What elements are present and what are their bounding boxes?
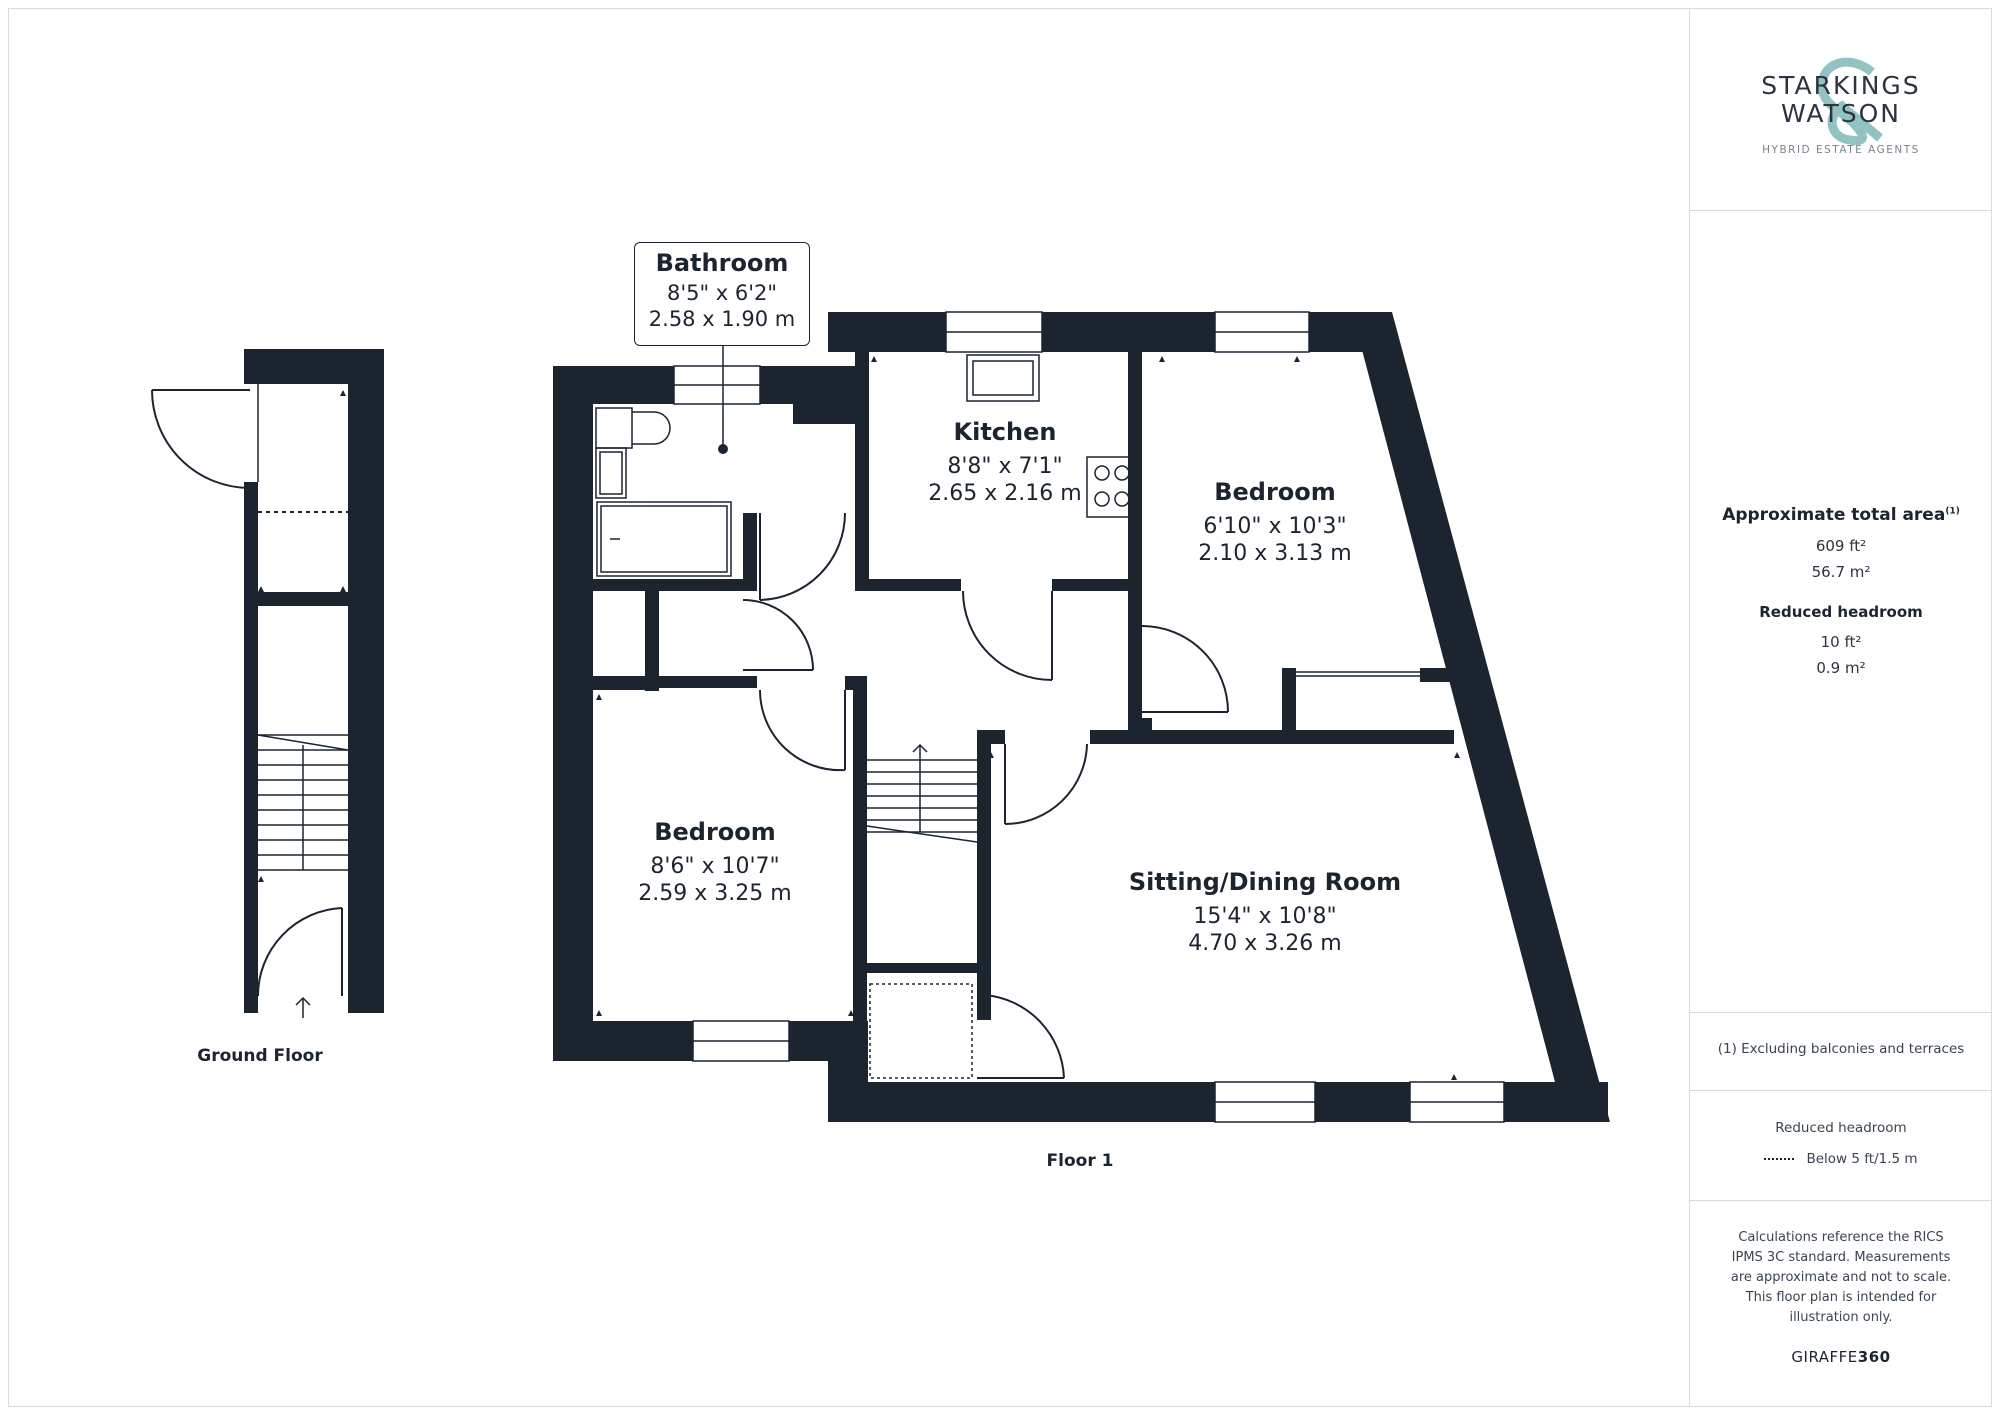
f1-bath-fixtures (595, 407, 732, 577)
gf-stairs (257, 734, 349, 871)
room-name: Bedroom (1214, 478, 1336, 506)
gf-door-top (151, 389, 251, 489)
f1-bath-corner (793, 366, 855, 424)
f1-stairs (866, 743, 978, 843)
total-area-block: Approximate total area(1) 609 ft² 56.7 m… (1690, 505, 1992, 677)
bathroom-label-box: Bathroom 8'5" x 6'2" 2.58 x 1.90 m (634, 242, 810, 346)
disclaimer: Calculations reference the RICS IPMS 3C … (1730, 1230, 1952, 1325)
room-metric: 2.58 x 1.90 m (648, 307, 796, 331)
room-imperial: 8'6" x 10'7" (650, 854, 780, 879)
brand-logo: STARKINGS WATSON HYBRID ESTATE AGENTS (1690, 71, 1992, 157)
legend-item-label: Below 5 ft/1.5 m (1806, 1151, 1918, 1167)
f1-internal-walls (593, 352, 1454, 1021)
ground-floor-label: Ground Floor (197, 1046, 323, 1066)
room-name: Bedroom (654, 818, 776, 846)
f1-wall-left (553, 366, 593, 1061)
floor1-plan (258, 311, 1610, 1123)
room-name: Sitting/Dining Room (1128, 868, 1402, 896)
room-imperial: 8'8" x 7'1" (947, 454, 1063, 479)
f1-kitchen-fixtures (966, 354, 1139, 518)
credit-light: GIRAFFE (1791, 1348, 1858, 1366)
kitchen-label: Kitchen 8'8" x 7'1" 2.65 x 2.16 m (880, 418, 1130, 506)
total-area-footnote-mark: (1) (1945, 506, 1960, 517)
room-imperial: 15'4" x 10'8" (1193, 904, 1337, 929)
dashed-line-swatch (1764, 1158, 1795, 1160)
reduced-headroom-ft: 10 ft² (1820, 633, 1862, 651)
sidebar-rule (1689, 210, 1992, 211)
sidebar-rule (1689, 1200, 1992, 1201)
f1-wall-step (828, 1021, 868, 1122)
bedroom-left-label: Bedroom 8'6" x 10'7" 2.59 x 3.25 m (590, 818, 840, 906)
f1-doors (742, 512, 1229, 1079)
reduced-headroom-title: Reduced headroom (1759, 603, 1923, 621)
f1-cupboard-reduced-headroom (869, 983, 973, 1079)
sitting-room-label: Sitting/Dining Room 15'4" x 10'8" 4.70 x… (1100, 868, 1430, 956)
giraffe360-credit: GIRAFFE360 (1690, 1348, 1992, 1366)
gf-wall-right (348, 349, 384, 1013)
gf-inner-wall (258, 592, 348, 606)
room-imperial: 6'10" x 10'3" (1203, 514, 1347, 539)
room-metric: 2.65 x 2.16 m (928, 481, 1082, 506)
floor1-label: Floor 1 (1046, 1151, 1114, 1171)
credit-bold: 360 (1857, 1348, 1891, 1366)
logo-line1: STARKINGS (1761, 71, 1921, 100)
sidebar-rule (1689, 1012, 1992, 1013)
room-metric: 2.59 x 3.25 m (638, 881, 792, 906)
legend-item: Below 5 ft/1.5 m (1690, 1151, 1992, 1167)
room-name: Kitchen (953, 418, 1057, 446)
ground-floor-plan (151, 349, 384, 1018)
f1-windows (673, 311, 1505, 1123)
sidebar-divider (1689, 8, 1690, 1407)
total-area-m: 56.7 m² (1811, 563, 1871, 581)
room-metric: 4.70 x 3.26 m (1188, 931, 1342, 956)
logo-tagline: HYBRID ESTATE AGENTS (1762, 144, 1920, 156)
reduced-headroom-m: 0.9 m² (1816, 659, 1866, 677)
room-name: Bathroom (655, 249, 789, 277)
total-area-ft: 609 ft² (1815, 537, 1867, 555)
total-area-title: Approximate total area (1722, 505, 1946, 525)
gf-entry-arrow (295, 996, 311, 1018)
logo-line2: WATSON (1780, 99, 1902, 128)
bedroom-right-label: Bedroom 6'10" x 10'3" 2.10 x 3.13 m (1150, 478, 1400, 566)
sidebar-rule (1689, 1090, 1992, 1091)
gf-wall-left (244, 349, 258, 1013)
room-imperial: 8'5" x 6'2" (666, 281, 778, 305)
page-frame (8, 8, 1992, 1407)
gf-entrance-door (256, 907, 343, 997)
footnote: (1) Excluding balconies and terraces (1717, 1041, 1965, 1057)
legend-title: Reduced headroom (1775, 1120, 1907, 1136)
f1-wall-slanted (1352, 312, 1610, 1122)
brand-logo-ampersand (1817, 57, 1883, 146)
room-metric: 2.10 x 3.13 m (1198, 541, 1352, 566)
